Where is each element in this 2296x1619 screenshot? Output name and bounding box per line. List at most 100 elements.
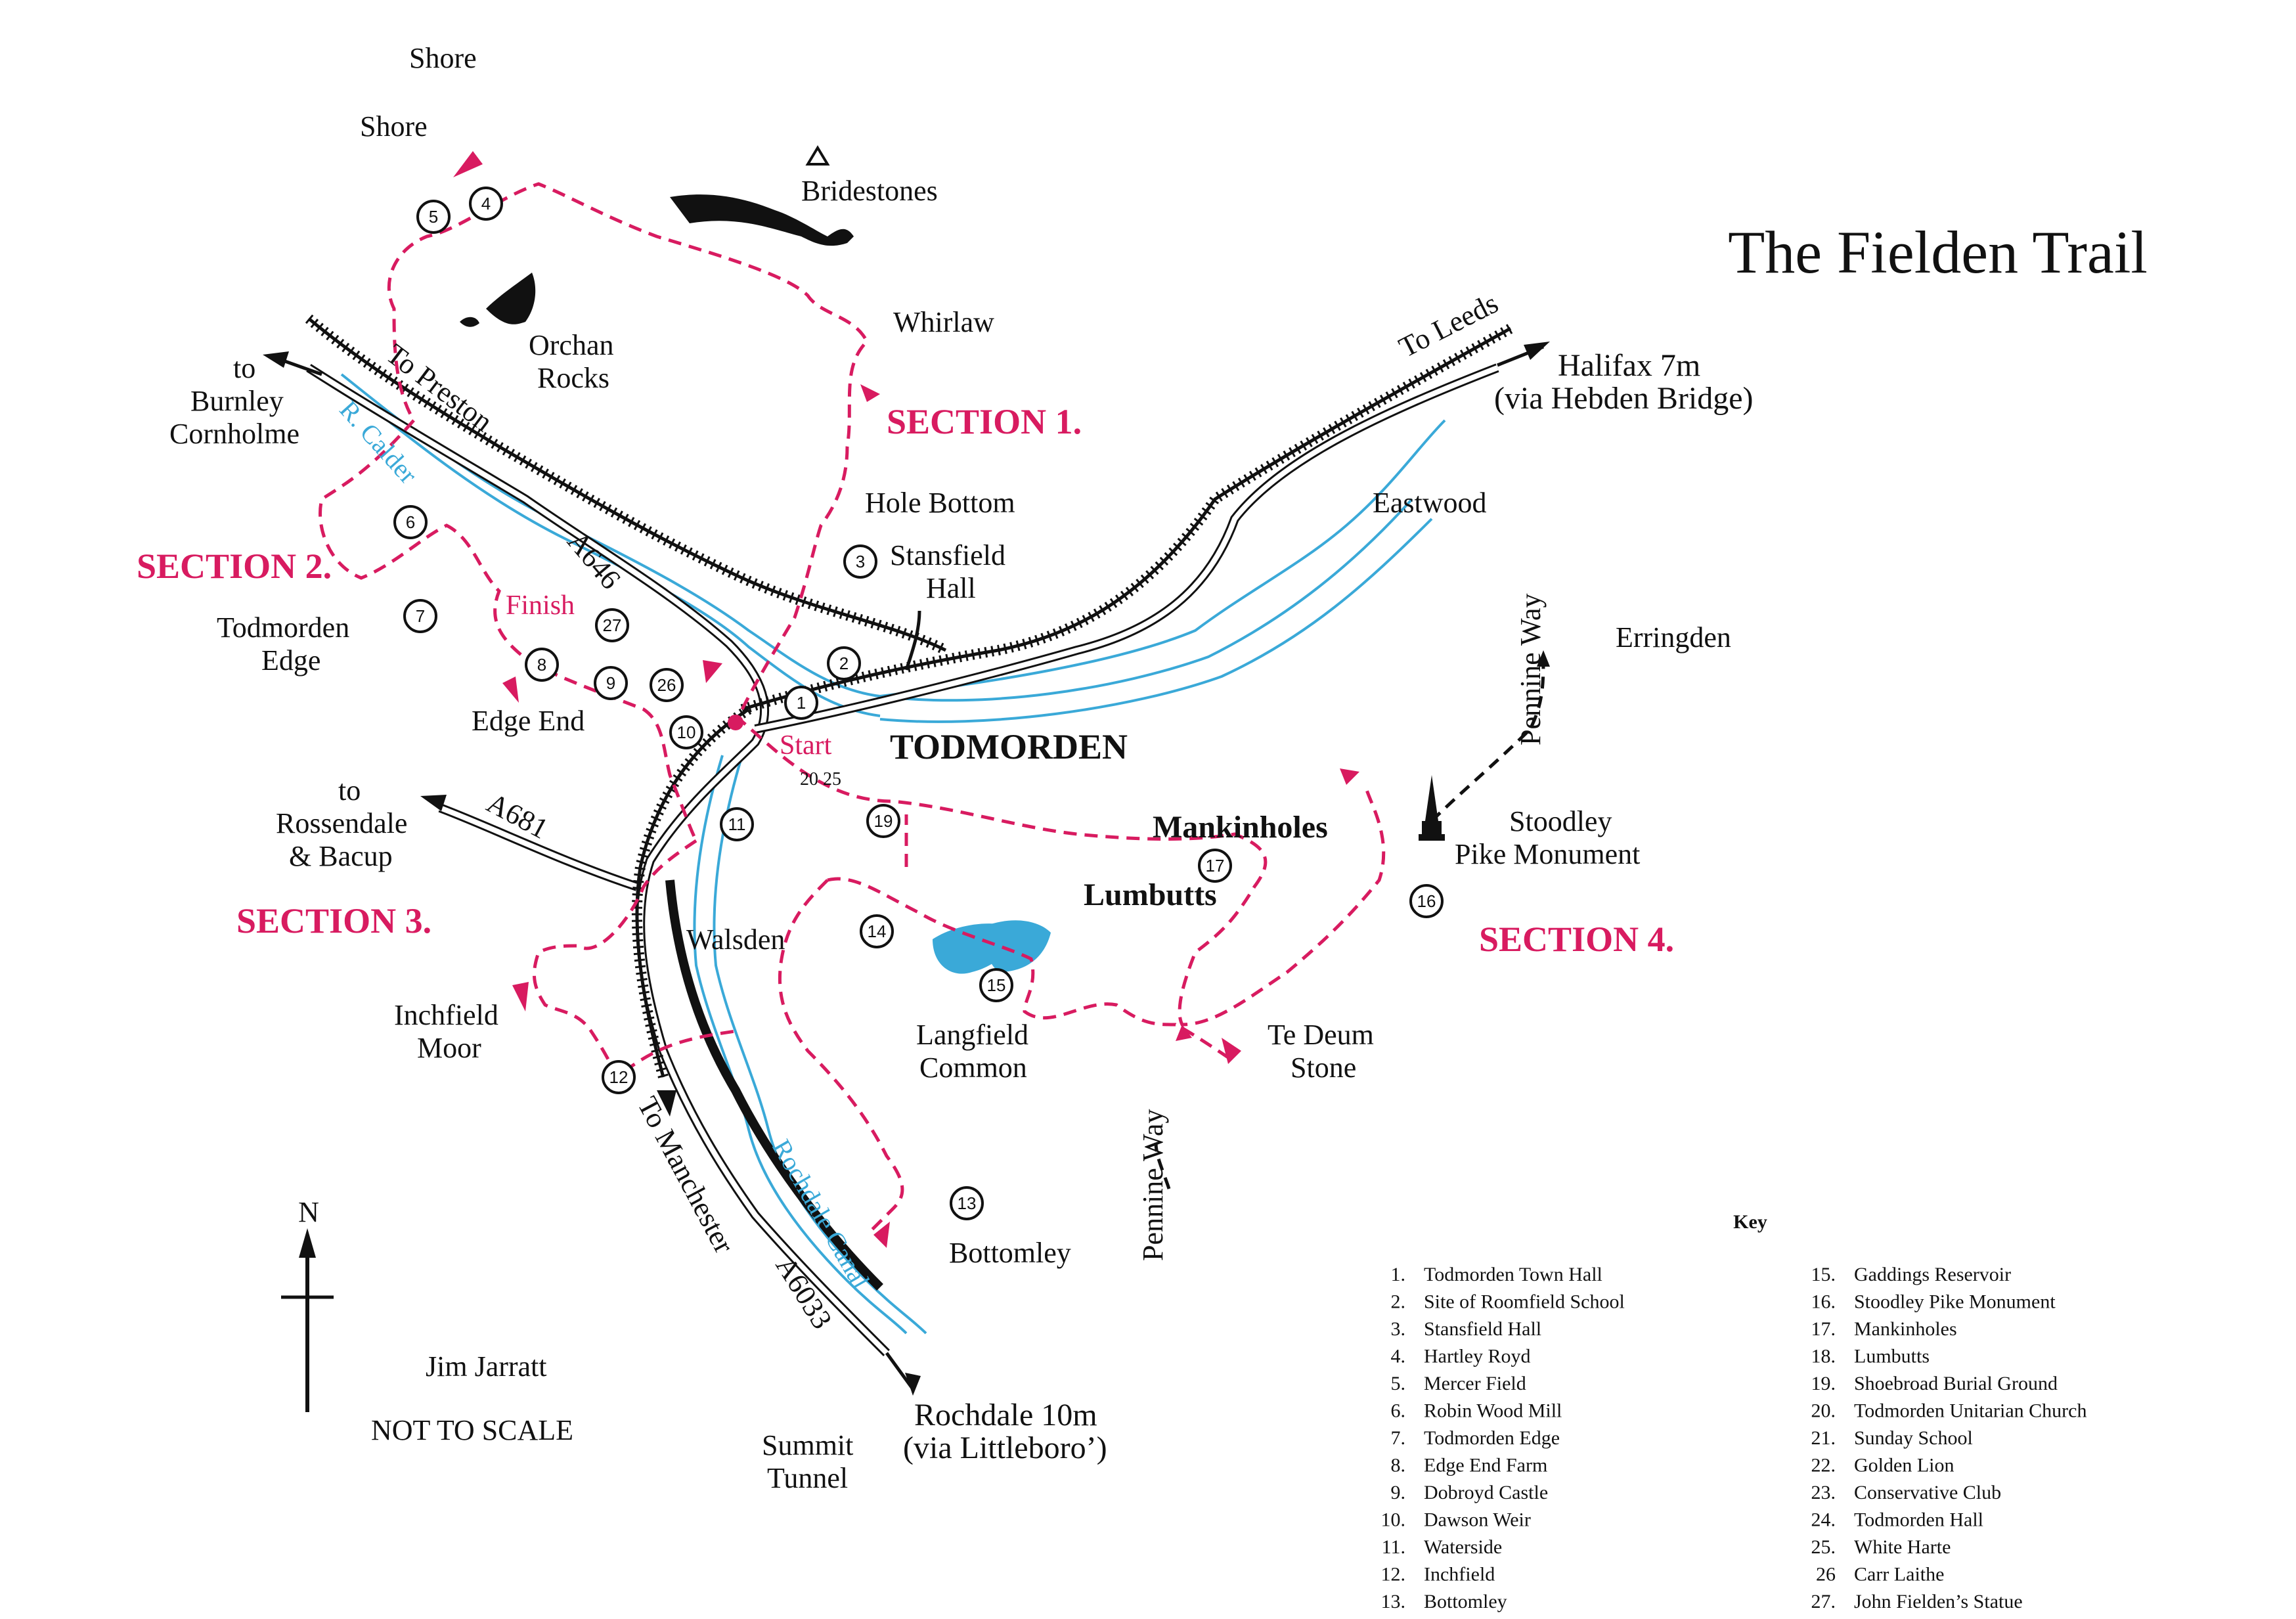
key-item-label: Stansfield Hall — [1424, 1318, 1541, 1340]
key-item-number: 9. — [1391, 1482, 1406, 1503]
label-bottomley: Bottomley — [949, 1237, 1071, 1269]
svg-text:6: 6 — [406, 512, 415, 532]
label-hole-bottom: Hole Bottom — [865, 487, 1015, 519]
place-labels: The Fielden Trail Shore Shore Bridestone… — [169, 42, 2148, 1494]
key-item-number: 13. — [1381, 1591, 1406, 1612]
svg-text:26: 26 — [657, 675, 676, 695]
key-item-label: Edge End Farm — [1424, 1455, 1547, 1476]
label-rossendale: Rossendale — [276, 807, 407, 839]
section-2-label: SECTION 2. — [137, 546, 332, 586]
waypoint-1: 1 — [784, 686, 818, 720]
svg-text:19: 19 — [874, 811, 893, 831]
svg-text:17: 17 — [1206, 856, 1225, 876]
svg-text:4: 4 — [481, 194, 491, 213]
svg-text:7: 7 — [416, 606, 425, 626]
section-labels: SECTION 1. SECTION 2. SECTION 3. SECTION… — [137, 402, 1674, 959]
svg-text:10: 10 — [677, 722, 696, 742]
key-item-number: 15. — [1811, 1264, 1836, 1285]
key-item-number: 26 — [1816, 1564, 1836, 1586]
waypoint-9: 9 — [594, 666, 628, 700]
label-burnley: Burnley — [190, 385, 284, 417]
key-item-number: 19. — [1811, 1373, 1836, 1394]
svg-text:9: 9 — [606, 673, 615, 693]
key-item-label: Hartley Royd — [1424, 1346, 1530, 1367]
label-walsden: Walsden — [686, 923, 785, 956]
key-item-number: 27. — [1811, 1591, 1836, 1612]
label-shore-1: Shore — [409, 42, 477, 74]
waypoint-markers: 1 2 3 4 5 6 7 8 9 10 11 12 13 14 15 16 1… — [393, 187, 1444, 1220]
label-todmorden-edge-1: Todmorden — [217, 611, 349, 644]
label-cornholme: Cornholme — [169, 418, 299, 450]
key-item-number: 18. — [1811, 1346, 1836, 1367]
label-eastwood: Eastwood — [1373, 487, 1487, 519]
waypoint-12: 12 — [602, 1060, 636, 1094]
key-item-number: 16. — [1811, 1291, 1836, 1313]
label-moor: Moor — [417, 1032, 481, 1064]
label-inchfield: Inchfield — [394, 999, 498, 1031]
label-common: Common — [919, 1052, 1027, 1084]
label-burnley-to: to — [233, 352, 255, 384]
key-item-number: 21. — [1811, 1427, 1836, 1449]
label-finish: Finish — [506, 590, 575, 621]
label-pennine-way-north: Pennine Way — [1514, 594, 1547, 746]
key-item-label: Todmorden Hall — [1854, 1509, 1983, 1531]
waypoint-16: 16 — [1409, 884, 1444, 918]
key-item-number: 8. — [1391, 1455, 1406, 1476]
waypoint-2: 2 — [827, 646, 861, 680]
label-todmorden: TODMORDEN — [890, 727, 1128, 766]
key-item-label: Mankinholes — [1854, 1318, 1957, 1340]
map-title: The Fielden Trail — [1728, 219, 2148, 286]
waypoint-6: 6 — [393, 505, 428, 539]
key-item-label: Dawson Weir — [1424, 1509, 1531, 1531]
key-item-label: Site of Roomfield School — [1424, 1291, 1625, 1313]
waypoint-15: 15 — [979, 968, 1013, 1002]
svg-text:12: 12 — [609, 1067, 629, 1087]
key-item-number: 6. — [1391, 1400, 1406, 1422]
label-hebden-bridge: (via Hebden Bridge) — [1494, 381, 1754, 416]
section-3-label: SECTION 3. — [236, 901, 431, 941]
key-item-number: 25. — [1811, 1536, 1836, 1558]
label-rochdale: Rochdale 10m — [914, 1398, 1097, 1432]
key-item-number: 10. — [1381, 1509, 1406, 1531]
key-item-label: John Fielden’s Statue — [1854, 1591, 2023, 1612]
key-item-label: Todmorden Town Hall — [1424, 1264, 1602, 1285]
label-not-to-scale: NOT TO SCALE — [371, 1414, 573, 1446]
label-stansfield-hall: Hall — [926, 572, 976, 604]
waypoint-5: 5 — [416, 200, 451, 234]
label-shore-2: Shore — [360, 110, 428, 143]
label-start-numbers: 20 25 — [800, 769, 841, 789]
key-item-label: Conservative Club — [1854, 1482, 2001, 1503]
north-arrow-icon: N — [281, 1196, 334, 1412]
monument-icon — [1419, 775, 1445, 841]
label-stone: Stone — [1291, 1052, 1356, 1084]
label-lumbutts: Lumbutts — [1084, 877, 1217, 912]
key-item-label: White Harte — [1854, 1536, 1951, 1558]
label-tunnel: Tunnel — [767, 1462, 848, 1494]
key-item-label: Mercer Field — [1424, 1373, 1526, 1394]
svg-text:11: 11 — [728, 814, 746, 834]
key-item-number: 7. — [1391, 1427, 1406, 1449]
key-item-number: 1. — [1391, 1264, 1406, 1285]
key-item-label: Lumbutts — [1854, 1346, 1930, 1367]
svg-text:2: 2 — [839, 654, 849, 673]
key-item-label: Gaddings Reservoir — [1854, 1264, 2011, 1285]
roads — [306, 363, 1499, 1356]
key-item-label: Inchfield — [1424, 1564, 1495, 1586]
label-todmorden-edge-2: Edge — [261, 644, 320, 676]
label-te-deum: Te Deum — [1268, 1019, 1374, 1051]
label-stansfield: Stansfield — [890, 539, 1005, 571]
key-item-label: Golden Lion — [1854, 1455, 1954, 1476]
start-marker-icon — [728, 715, 743, 730]
waypoint-17: 17 — [1198, 849, 1232, 883]
label-halifax: Halifax 7m — [1558, 348, 1700, 383]
waypoint-19: 19 — [866, 804, 900, 838]
key-item-number: 23. — [1811, 1482, 1836, 1503]
svg-text:27: 27 — [603, 615, 622, 635]
waypoint-8: 8 — [525, 648, 559, 682]
waypoint-3: 3 — [843, 544, 877, 579]
key-item-number: 17. — [1811, 1318, 1836, 1340]
